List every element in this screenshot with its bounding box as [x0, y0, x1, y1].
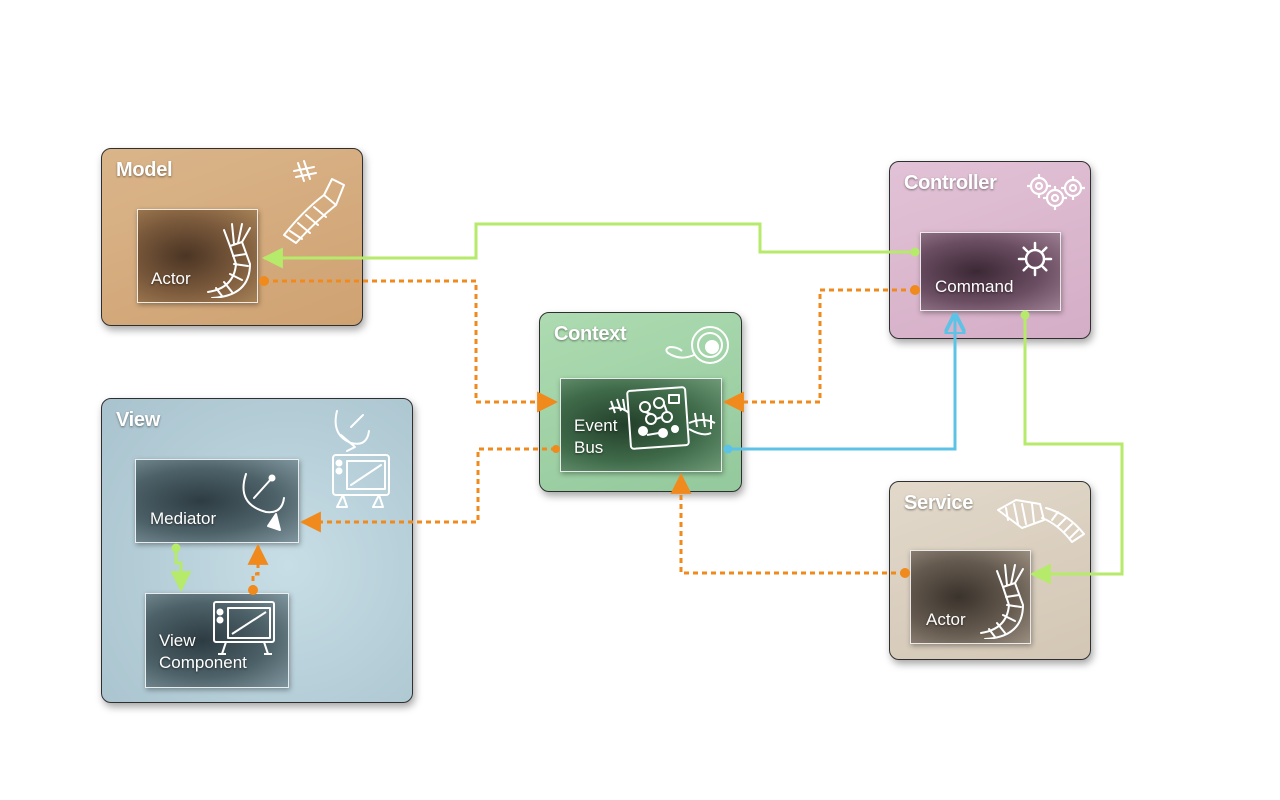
- view-component-node: View Component: [145, 593, 289, 688]
- context-title: Context: [554, 323, 627, 345]
- command-node: Command: [920, 232, 1061, 311]
- robot-arm-icon: [207, 223, 251, 298]
- model-title: Model: [116, 159, 173, 181]
- service-title: Service: [904, 492, 974, 514]
- view-component-label: View Component: [159, 631, 247, 672]
- tape-reel-icon: [665, 326, 729, 364]
- controller-title: Controller: [904, 172, 997, 194]
- robot-arm-icon: [283, 160, 345, 244]
- robot-arm-icon: [980, 564, 1024, 639]
- satellite-dish-icon: [332, 410, 390, 508]
- service-actor-node: Actor: [910, 550, 1031, 644]
- satellite-dish-icon: [242, 473, 285, 531]
- model-actor-label: Actor: [151, 269, 191, 288]
- service-group: Service Actor: [889, 481, 1091, 660]
- event-bus-label: Event Bus: [574, 416, 618, 457]
- context-group: Context: [539, 312, 742, 492]
- gear-icon: [1017, 241, 1053, 277]
- gears-icon: [1027, 174, 1085, 210]
- model-actor-node: Actor: [137, 209, 258, 303]
- mediator-label: Mediator: [150, 509, 217, 528]
- command-label: Command: [935, 277, 1014, 296]
- connector-command-to-event-bus: [722, 288, 915, 413]
- view-title: View: [116, 409, 161, 431]
- model-group: Model Actor: [101, 148, 363, 326]
- view-group: View Mediator: [101, 398, 413, 703]
- robot-arm-icon: [997, 499, 1085, 543]
- controller-group: Controller Command: [889, 161, 1091, 339]
- service-actor-label: Actor: [926, 610, 966, 629]
- circuit-board-icon: [608, 386, 716, 450]
- event-bus-node: Event Bus: [560, 378, 722, 472]
- mediator-node: Mediator: [135, 459, 299, 543]
